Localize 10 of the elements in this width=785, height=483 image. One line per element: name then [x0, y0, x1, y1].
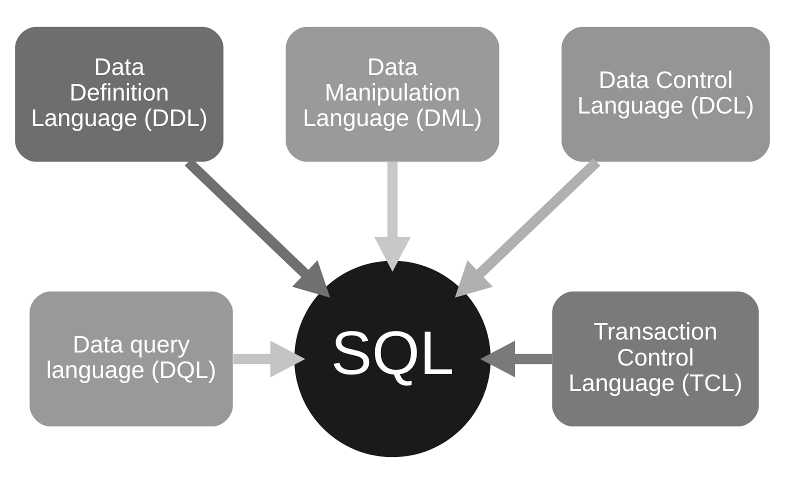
node-box: Data Definition Language (DDL) — [15, 26, 224, 162]
arrow — [374, 161, 411, 272]
arrow — [480, 340, 552, 377]
node-box: Transaction Control Language (TCL) — [552, 291, 759, 426]
node-box: Data query language (DQL) — [30, 291, 233, 426]
arrow — [233, 340, 306, 377]
node-box: Data Control Language (DCL) — [562, 26, 770, 162]
arrow — [454, 158, 600, 298]
node-circle: SQL — [294, 260, 491, 457]
node-box: Data Manipulation Language (DML) — [286, 26, 500, 162]
